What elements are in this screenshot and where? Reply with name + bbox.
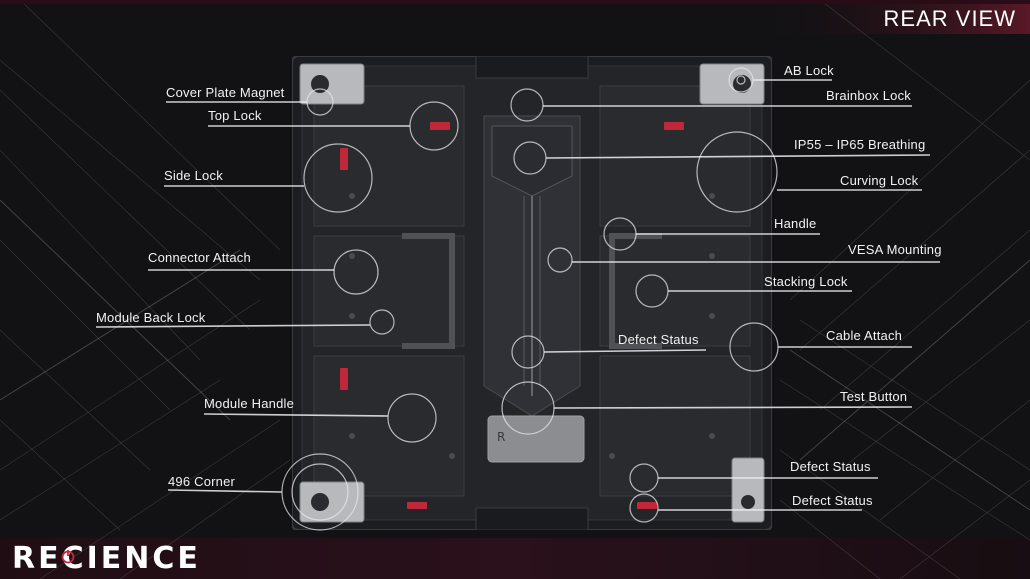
power-icon	[61, 550, 75, 564]
callout-ring-defect-status-center	[511, 335, 545, 369]
label-defect-status-2: Defect Status	[792, 493, 873, 508]
label-module-back-lock: Module Back Lock	[96, 310, 206, 325]
top-accent-bar	[0, 0, 1030, 4]
callout-ring-vesa-mounting	[547, 247, 573, 273]
callout-ring-496-corner	[281, 453, 359, 531]
label-vesa-mounting: VESA Mounting	[848, 242, 942, 257]
label-496-corner: 496 Corner	[168, 474, 236, 489]
callout-ring-defect-status-1	[629, 463, 659, 493]
callout-ring-top-lock	[409, 101, 459, 151]
label-curving-lock: Curving Lock	[840, 173, 919, 188]
label-brainbox-lock: Brainbox Lock	[826, 88, 911, 103]
callout-ring-test-button	[501, 381, 555, 435]
label-stacking-lock: Stacking Lock	[764, 274, 848, 289]
svg-text:R: R	[497, 430, 505, 444]
label-test-button: Test Button	[840, 389, 908, 404]
callout-ring-cable-attach	[729, 322, 779, 372]
callout-ring-module-handle	[387, 393, 437, 443]
callout-ring-handle	[603, 217, 637, 251]
callout-ring-connector-attach	[333, 249, 379, 295]
label-cover-plate-magnet: Cover Plate Magnet	[166, 85, 285, 100]
callout-ring-defect-status-2	[629, 493, 659, 523]
label-handle: Handle	[774, 216, 817, 231]
callout-ring-ab-lock	[728, 67, 754, 93]
callout-ring-module-back-lock	[369, 309, 395, 335]
callout-ring-stacking-lock	[635, 274, 669, 308]
page-title: REAR VIEW	[883, 6, 1016, 31]
label-connector-attach: Connector Attach	[148, 250, 251, 265]
callout-ring-brainbox-lock	[510, 88, 544, 122]
label-side-lock: Side Lock	[164, 168, 223, 183]
callout-ring-breathing	[513, 141, 547, 175]
callout-ring-curving-lock	[696, 131, 778, 213]
label-breathing: IP55 – IP65 Breathing	[794, 137, 926, 152]
label-top-lock: Top Lock	[208, 108, 262, 123]
label-defect-status-1: Defect Status	[790, 459, 871, 474]
callout-ring-cover-plate-magnet	[306, 88, 334, 116]
callout-ring-side-lock	[303, 143, 373, 213]
brand-logo: RECIENCE	[12, 541, 201, 576]
label-module-handle: Module Handle	[204, 396, 295, 411]
label-ab-lock: AB Lock	[784, 63, 834, 78]
label-defect-status-center: Defect Status	[618, 332, 699, 347]
label-cable-attach: Cable Attach	[826, 328, 903, 343]
